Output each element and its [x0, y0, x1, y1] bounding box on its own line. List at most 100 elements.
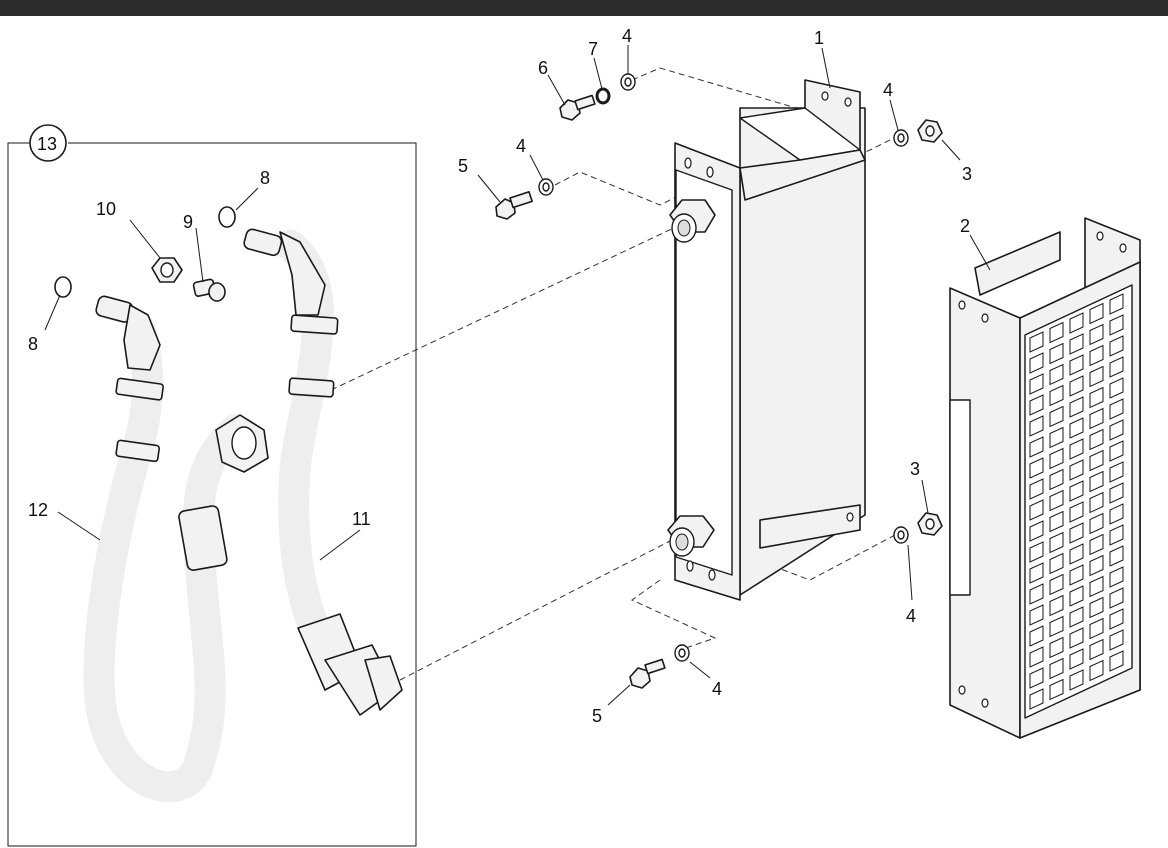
- mesh-cell: [1069, 585, 1084, 607]
- mesh-cell: [1069, 396, 1084, 418]
- mesh-cell: [1029, 457, 1044, 479]
- mesh-cell: [1069, 606, 1084, 628]
- mesh-cell: [1109, 587, 1124, 609]
- mesh-cell: [1049, 552, 1064, 575]
- mesh-cell: [1089, 302, 1104, 325]
- mesh-cell: [1029, 499, 1044, 521]
- callout-labels: 1 2 3 3 4 4 4 4 4 5 5 6 7 8 8 9 10 11 12…: [28, 26, 972, 726]
- hose-11[interactable]: [243, 228, 403, 716]
- callout-5-lower: 5: [592, 706, 602, 726]
- mesh-cell: [1109, 608, 1124, 630]
- mesh-cell: [1089, 323, 1104, 346]
- mesh-cell: [1089, 617, 1104, 640]
- mesh-cell: [1089, 365, 1104, 388]
- mesh-cell: [1089, 533, 1104, 556]
- mesh-cell: [1069, 480, 1084, 502]
- mesh-cell: [1109, 377, 1124, 399]
- lock-washer-7[interactable]: [595, 87, 611, 105]
- mesh-cell: [1089, 659, 1104, 682]
- mesh-cell: [1069, 648, 1084, 670]
- washer-4-mid-left[interactable]: [538, 178, 554, 196]
- callout-2: 2: [960, 216, 970, 236]
- hose-12[interactable]: [83, 295, 269, 803]
- mesh-cell: [1089, 470, 1104, 493]
- callout-13: 13: [37, 134, 57, 154]
- callout-4-mid-left: 4: [516, 136, 526, 156]
- bolt-6[interactable]: [559, 94, 596, 121]
- mesh-cell: [1109, 503, 1124, 525]
- mesh-cell: [1029, 331, 1044, 353]
- mesh-cell: [1109, 545, 1124, 567]
- callout-11: 11: [352, 509, 371, 529]
- washer-4-lower[interactable]: [674, 644, 690, 662]
- mesh-cell: [1109, 566, 1124, 588]
- callout-7: 7: [588, 39, 598, 59]
- callouts: [44, 45, 991, 706]
- mesh-cell: [1069, 501, 1084, 523]
- mesh-cell: [1049, 405, 1064, 428]
- nut-3-top[interactable]: [917, 119, 943, 143]
- mesh-cell: [1029, 520, 1044, 542]
- mesh-cell: [1069, 627, 1084, 649]
- mesh-cell: [1049, 489, 1064, 512]
- mesh-cell: [1049, 615, 1064, 638]
- mesh-cell: [1069, 312, 1084, 334]
- hose-kit-frame: [7, 124, 417, 847]
- mesh-cell: [1049, 531, 1064, 554]
- mesh-cell: [1049, 342, 1064, 365]
- mesh-cell: [1049, 573, 1064, 596]
- mesh-cell: [1049, 636, 1064, 659]
- washer-4-right-bottom[interactable]: [893, 526, 909, 544]
- mesh-cell: [1029, 625, 1044, 647]
- o-ring-8-left[interactable]: [54, 276, 72, 298]
- o-ring-8-right[interactable]: [218, 206, 236, 228]
- mesh-cell: [1069, 522, 1084, 544]
- callout-12: 12: [28, 500, 48, 520]
- bolt-5-lower[interactable]: [629, 658, 666, 689]
- mesh-cell: [1049, 321, 1064, 344]
- callout-4-lower: 4: [712, 679, 722, 699]
- washer-4-top[interactable]: [620, 73, 636, 91]
- mesh-cell: [1089, 596, 1104, 619]
- mesh-cell: [1069, 543, 1084, 565]
- mesh-cell: [1089, 575, 1104, 598]
- mesh-cell: [1109, 293, 1124, 315]
- mesh-cell: [1029, 562, 1044, 584]
- mesh-cell: [1089, 407, 1104, 430]
- bolt-5-upper[interactable]: [495, 191, 533, 220]
- upper-port-fitting: [669, 199, 716, 243]
- mesh-cell: [1069, 333, 1084, 355]
- cap-nut-10[interactable]: [151, 257, 183, 283]
- callout-4-top: 4: [622, 26, 632, 46]
- callout-6: 6: [538, 58, 548, 78]
- washer-4-right-top[interactable]: [893, 129, 909, 147]
- mesh-cell: [1049, 657, 1064, 680]
- cooler-guard[interactable]: [949, 217, 1141, 739]
- oil-cooler[interactable]: [667, 79, 866, 601]
- lower-port-fitting: [667, 515, 715, 557]
- callout-8-right: 8: [260, 168, 270, 188]
- mesh-cell: [1069, 438, 1084, 460]
- mesh-cell: [1029, 436, 1044, 458]
- mesh-cell: [1089, 638, 1104, 661]
- callout-5-upper: 5: [458, 156, 468, 176]
- mesh-cell: [1029, 604, 1044, 626]
- mesh-cell: [1069, 564, 1084, 586]
- mesh-cell: [1089, 344, 1104, 367]
- callout-8-left: 8: [28, 334, 38, 354]
- callout-3-top: 3: [962, 164, 972, 184]
- plug-9[interactable]: [192, 278, 226, 302]
- mesh-cell: [1069, 375, 1084, 397]
- nut-3-bottom[interactable]: [917, 512, 943, 536]
- mesh-cell: [1109, 314, 1124, 336]
- callout-4-right-bottom: 4: [906, 606, 916, 626]
- mesh-cell: [1049, 384, 1064, 407]
- mesh-cell: [1089, 512, 1104, 535]
- header-bar: [0, 0, 1168, 16]
- mesh-cell: [1029, 373, 1044, 395]
- mesh-cell: [1069, 459, 1084, 481]
- callout-10: 10: [96, 199, 116, 219]
- mesh-cell: [1089, 449, 1104, 472]
- mesh-cell: [1029, 541, 1044, 563]
